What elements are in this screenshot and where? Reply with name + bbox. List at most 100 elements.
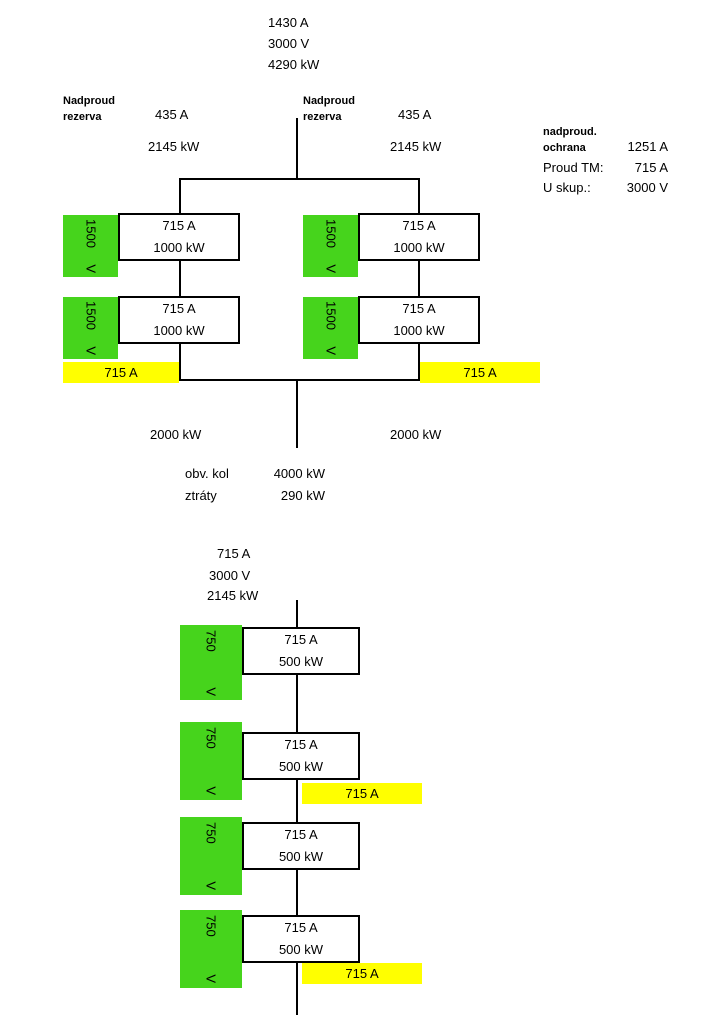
voltage-value: 1500 — [83, 219, 98, 248]
branch-right-power: 2145 kW — [390, 139, 442, 154]
voltage-value: 1500 — [83, 301, 98, 330]
branch-left-power: 2145 kW — [148, 139, 200, 154]
yellow-tag-left-label: 715 A — [104, 365, 138, 380]
voltage-box-bottom-3: 750 V — [180, 817, 242, 895]
converter-box-top-4: 715 A 1000 kW — [358, 296, 480, 344]
converter-current: 715 A — [284, 920, 318, 935]
voltage-box-top-2: 1500 V — [303, 215, 358, 277]
branch-left-label-line2: rezerva — [63, 111, 102, 123]
yellow-tag-bottom-1: 715 A — [302, 783, 422, 804]
connector-right-lower — [418, 343, 420, 381]
protection-value2: 715 A — [634, 160, 668, 175]
voltage-value: 750 — [203, 727, 219, 749]
summary-row2-value: 290 kW — [280, 488, 325, 503]
yellow-tag-label: 715 A — [345, 786, 379, 801]
voltage-label-bottom-1: 750 V — [204, 630, 219, 696]
bottom-source-current: 715 A — [217, 546, 251, 561]
converter-box-top-1: 715 A 1000 kW — [118, 213, 240, 261]
voltage-label-top-3: 1500 V — [83, 301, 98, 355]
connector-right-upper — [418, 180, 420, 215]
connector-right-middle — [418, 260, 420, 298]
voltage-unit: V — [83, 264, 98, 273]
converter-box-top-2: 715 A 1000 kW — [358, 213, 480, 261]
voltage-box-bottom-4: 750 V — [180, 910, 242, 988]
converter-power: 1000 kW — [153, 240, 205, 255]
bottom-source-power: 2145 kW — [207, 588, 259, 603]
converter-current: 715 A — [284, 737, 318, 752]
connector-left-upper — [179, 180, 181, 215]
converter-power: 1000 kW — [153, 323, 205, 338]
yellow-tag-right: 715 A — [420, 362, 540, 383]
converter-power: 500 kW — [278, 654, 324, 669]
bottom-source-voltage: 3000 V — [209, 568, 251, 583]
branch-right-label-line1: Nadproud — [303, 95, 355, 107]
converter-box-top-3: 715 A 1000 kW — [118, 296, 240, 344]
voltage-unit: V — [203, 786, 219, 795]
protection-label3: U skup.: — [543, 180, 591, 195]
voltage-value: 750 — [203, 822, 219, 844]
voltage-box-top-4: 1500 V — [303, 297, 358, 359]
summary-row2-label: ztráty — [185, 488, 217, 503]
protection-value1: 1251 A — [627, 139, 669, 154]
protection-value3: 3000 V — [626, 180, 668, 195]
converter-power: 500 kW — [278, 759, 324, 774]
voltage-box-bottom-1: 750 V — [180, 625, 242, 700]
voltage-value: 1500 — [323, 219, 338, 248]
voltage-unit: V — [203, 686, 219, 696]
voltage-label-bottom-2: 750 V — [204, 727, 219, 795]
voltage-unit: V — [203, 881, 219, 890]
feeder-line-bottom — [296, 600, 298, 1015]
voltage-value: 750 — [203, 629, 219, 652]
summary-row1-value: 4000 kW — [273, 466, 325, 481]
branch-right-current: 435 A — [398, 107, 432, 122]
yellow-tag-right-label: 715 A — [463, 365, 497, 380]
output-right-power: 2000 kW — [390, 427, 442, 442]
yellow-tag-bottom-2: 715 A — [302, 963, 422, 984]
converter-current: 715 A — [162, 218, 196, 233]
yellow-tag-label: 715 A — [345, 966, 379, 981]
output-line-top-section — [296, 381, 298, 448]
voltage-label-bottom-3: 750 V — [204, 822, 219, 890]
converter-power: 1000 kW — [393, 323, 445, 338]
connector-left-lower — [179, 343, 181, 381]
converter-box-bottom-3: 715 A 500 kW — [242, 822, 360, 870]
converter-current: 715 A — [284, 632, 318, 647]
voltage-unit: V — [203, 974, 219, 983]
converter-current: 715 A — [284, 827, 318, 842]
summary-row1-label: obv. kol — [185, 466, 229, 481]
voltage-value: 1500 — [323, 301, 338, 330]
protection-label2: Proud TM: — [543, 160, 604, 175]
output-left-power: 2000 kW — [150, 427, 202, 442]
protection-label-line1: nadproud. — [543, 126, 597, 138]
converter-power: 1000 kW — [393, 240, 445, 255]
voltage-label-top-2: 1500 V — [323, 219, 338, 273]
voltage-unit: V — [83, 346, 98, 355]
voltage-unit: V — [323, 346, 338, 355]
voltage-label-top-4: 1500 V — [323, 301, 338, 355]
top-source-power: 4290 kW — [268, 57, 320, 72]
bus-line-bottom — [179, 379, 420, 381]
converter-box-bottom-4: 715 A 500 kW — [242, 915, 360, 963]
voltage-unit: V — [323, 264, 338, 273]
voltage-box-top-3: 1500 V — [63, 297, 118, 359]
converter-current: 715 A — [162, 301, 196, 316]
bus-line-top — [179, 178, 420, 180]
connector-left-middle — [179, 260, 181, 298]
branch-right-label-line2: rezerva — [303, 111, 342, 123]
feeder-line-top — [296, 118, 298, 180]
voltage-label-top-1: 1500 V — [83, 219, 98, 273]
branch-left-current: 435 A — [155, 107, 189, 122]
voltage-box-top-1: 1500 V — [63, 215, 118, 277]
yellow-tag-left: 715 A — [63, 362, 179, 383]
top-source-current: 1430 A — [268, 15, 309, 30]
converter-current: 715 A — [402, 218, 436, 233]
converter-power: 500 kW — [278, 849, 324, 864]
converter-box-bottom-2: 715 A 500 kW — [242, 732, 360, 780]
voltage-label-bottom-4: 750 V — [204, 915, 219, 983]
converter-box-bottom-1: 715 A 500 kW — [242, 627, 360, 675]
converter-power: 500 kW — [278, 942, 324, 957]
branch-left-label-line1: Nadproud — [63, 95, 115, 107]
top-source-voltage: 3000 V — [268, 36, 310, 51]
voltage-box-bottom-2: 750 V — [180, 722, 242, 800]
